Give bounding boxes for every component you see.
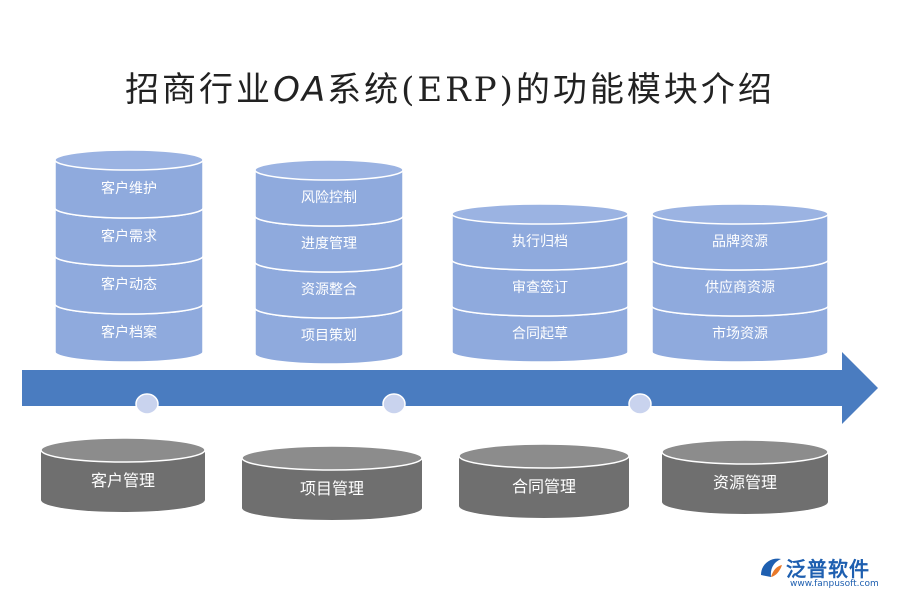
module-item-label: 客户档案 [101,324,157,341]
disk-side [254,307,404,365]
disk-top [54,149,204,171]
module-base-label: 资源管理 [713,473,777,492]
disk-side [651,305,829,363]
module-base: 项目管理 [241,445,423,520]
module-item-label: 市场资源 [712,325,768,342]
module-item-label: 客户需求 [101,228,157,245]
page-title: 招商行业OA系统(ERP)的功能模块介绍 [0,62,900,111]
module-base: 资源管理 [661,439,829,514]
module-disk: 执行归档 [451,203,629,271]
module-stack: 项目策划 资源整合 进度管理 风险控制 [254,159,404,365]
module-item-label: 风险控制 [301,190,357,206]
base-top [241,445,423,471]
disk-side [254,215,404,273]
base-side [459,456,629,518]
module-item-label: 客户维护 [101,180,157,197]
module-item-label: 品牌资源 [712,233,768,250]
logo-name: 泛普软件 [786,557,870,581]
disk-side [54,159,204,219]
module-item-label: 审查签订 [512,279,568,296]
title-part-1: 招商行业 [125,70,274,110]
module-item-label: 执行归档 [512,233,568,250]
module-disk: 品牌资源 [651,203,829,271]
disk-side [54,207,204,267]
module-stack: 合同起草 审查签订 执行归档 [451,203,629,363]
disk-top [254,159,404,181]
base-side [662,452,828,514]
base-top [661,439,829,465]
logo-url: www.fanpusoft.com [790,579,879,589]
module-disk: 客户维护 [54,149,204,219]
base-top [40,437,206,463]
disk-side [651,213,829,271]
disk-top [451,203,629,225]
module-base: 客户管理 [40,437,206,512]
module-item-label: 供应商资源 [705,279,775,296]
timeline-dot [135,393,159,415]
disk-side [451,305,629,363]
fanpu-logo-icon [761,558,782,577]
title-part-2: 系统(ERP)的功能模块介绍 [327,70,775,110]
module-item-label: 客户动态 [101,276,157,293]
disk-top [651,203,829,225]
fanpu-logo: 泛普软件 www.fanpusoft.com [758,553,888,593]
module-item-label: 进度管理 [301,236,357,252]
module-base: 合同管理 [458,443,630,518]
disk-side [451,213,629,271]
timeline-dot [628,393,652,415]
disk-side [54,255,204,315]
module-item-label: 项目策划 [301,327,357,344]
module-stack: 市场资源 供应商资源 品牌资源 [651,203,829,363]
disk-side [254,261,404,319]
module-item-label: 合同起草 [512,326,568,342]
disk-side [54,303,204,363]
module-disk: 风险控制 [254,159,404,227]
module-stack: 客户档案 客户动态 客户需求 客户维护 [54,149,204,363]
module-item-label: 资源整合 [301,282,357,298]
module-base-label: 合同管理 [512,477,576,496]
disk-side [254,169,404,227]
timeline-arrow [22,352,878,424]
base-side [41,450,205,512]
disk-side [651,259,829,317]
disk-side [451,259,629,317]
timeline-dot [382,393,406,415]
module-base-label: 项目管理 [300,479,364,498]
title-part-latin: OA [273,70,328,110]
base-side [242,458,422,520]
base-top [458,443,630,469]
module-base-label: 客户管理 [91,471,155,490]
